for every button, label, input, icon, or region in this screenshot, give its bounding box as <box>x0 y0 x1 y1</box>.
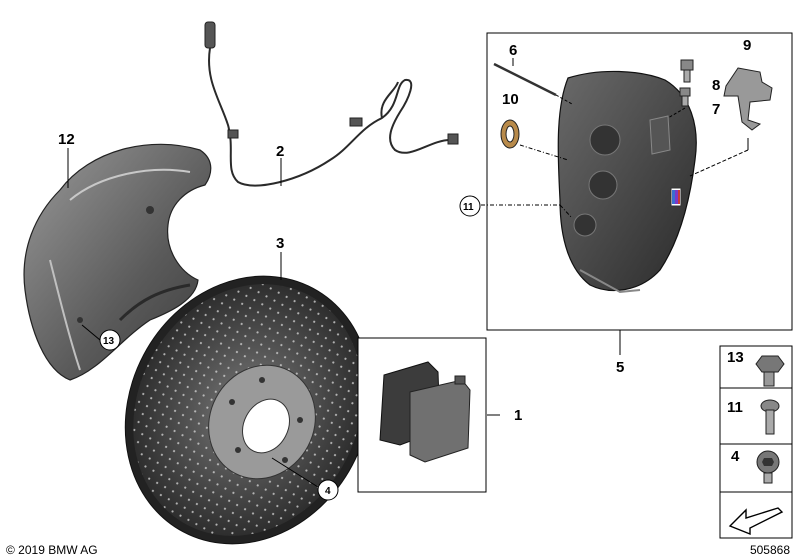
part-number-2: 2 <box>276 143 284 160</box>
brake-dust-shield[interactable] <box>23 143 212 381</box>
spring-clip[interactable] <box>689 67 773 177</box>
bolt-flange-icon[interactable] <box>755 355 785 387</box>
part-number-8: 8 <box>712 77 720 94</box>
bolt-icon[interactable] <box>760 399 780 435</box>
part-number-9: 9 <box>743 37 751 54</box>
callout-circle-11 <box>459 195 481 217</box>
callout-circle-4 <box>317 479 339 501</box>
part-number-11: 11 <box>463 202 474 213</box>
diagram-id: 505868 <box>749 543 790 557</box>
part-number-13: 13 <box>103 336 115 347</box>
part-number-7: 7 <box>712 101 720 118</box>
caliper-box[interactable] <box>486 32 793 331</box>
brake-disc[interactable] <box>79 233 417 560</box>
part-number-4: 4 <box>325 486 331 497</box>
arrow-icon[interactable] <box>728 507 784 536</box>
part-number-12: 12 <box>58 131 75 148</box>
part-number-10: 10 <box>502 91 519 108</box>
sidebar-label-13: 13 <box>727 349 744 366</box>
sidebar-label-4: 4 <box>731 448 740 465</box>
bleeder-valve-lower[interactable] <box>679 87 691 107</box>
sidebar-label-11: 11 <box>727 399 743 416</box>
seal-ring[interactable] <box>500 119 569 161</box>
bleeder-valve-upper[interactable] <box>680 59 694 83</box>
guide-bolt[interactable] <box>493 62 573 105</box>
part-number-1: 1 <box>514 407 522 424</box>
hex-socket-screw-icon[interactable] <box>756 450 780 484</box>
part-number-3: 3 <box>276 235 284 252</box>
part-number-6: 6 <box>509 42 517 59</box>
brake-wear-sensor[interactable] <box>204 21 459 187</box>
callout-circle-13 <box>99 329 121 351</box>
copyright-notice: © 2019 BMW AG <box>6 543 98 557</box>
part-number-5: 5 <box>616 359 624 376</box>
fastener-sidebar <box>719 345 793 539</box>
brake-pads-box[interactable] <box>357 337 487 493</box>
leader-lines <box>67 58 621 488</box>
